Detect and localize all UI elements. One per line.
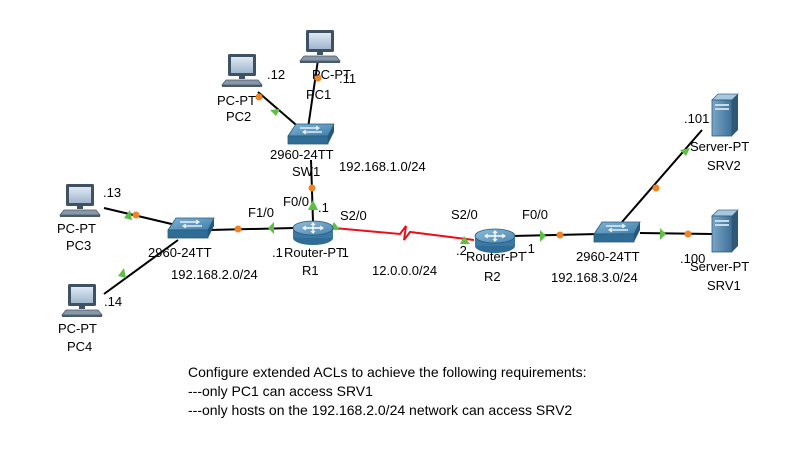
r2-name-label: R2: [484, 269, 501, 284]
device-pc1[interactable]: [299, 29, 341, 64]
srv1-type-label: Server-PT: [690, 259, 750, 274]
pc1-name-label: PC1: [306, 87, 332, 102]
pc4-name-label: PC4: [67, 339, 93, 354]
links: [103, 59, 713, 295]
network-lan1-label: 192.168.1.0/24: [339, 159, 426, 174]
port-tri-r1-f00: [308, 200, 318, 210]
r1-type-label: Router-PT: [284, 245, 344, 260]
device-pc2[interactable]: [221, 53, 263, 88]
device-sw3[interactable]: [593, 221, 641, 243]
srv1-name-label: SRV1: [707, 278, 741, 293]
pc3-ip-label: .13: [103, 185, 122, 200]
port-tri-r1-f10: [268, 222, 274, 234]
port-dot-pc2: [255, 93, 263, 101]
port-dot-srv1: [684, 230, 692, 238]
device-srv2[interactable]: [711, 93, 739, 137]
pc-icon: [299, 29, 341, 64]
note-line-1: Configure extended ACLs to achieve the f…: [188, 364, 587, 380]
r1-name-label: R1: [302, 263, 319, 278]
pc2-name-label: PC2: [226, 109, 252, 124]
pc1-type-label: PC-PT: [312, 67, 351, 82]
link-pc4-sw2: [103, 239, 179, 295]
port-dot-pc1: [314, 74, 322, 82]
pc-icon: [61, 283, 103, 318]
network-wan-label: 12.0.0.0/24: [372, 263, 438, 278]
link-sw3-srv1: [639, 232, 713, 235]
note-line-2: ---only PC1 can access SRV1: [188, 383, 373, 399]
switch-icon: [593, 221, 641, 243]
srv2-type-label: Server-PT: [690, 139, 750, 154]
r1-f00-label: F0/0: [283, 194, 310, 209]
port-dot-sw1-r1: [308, 184, 316, 192]
r1-f00-ip-label: .1: [318, 200, 329, 215]
r1-s20-ip-label: .1: [338, 245, 349, 260]
sw1-type-label: 2960-24TT: [270, 147, 334, 162]
device-pc4[interactable]: [61, 283, 103, 318]
pc2-ip-label: .12: [267, 67, 286, 82]
network-lan2-label: 192.168.2.0/24: [171, 267, 258, 282]
link-sw3-srv2: [621, 129, 703, 223]
pc2-type-label: PC-PT: [217, 93, 256, 108]
pc4-type-label: PC-PT: [58, 321, 97, 336]
pc3-type-label: PC-PT: [57, 221, 96, 236]
device-r1[interactable]: [292, 220, 334, 246]
r2-f00-label: F0/0: [522, 207, 549, 222]
port-tri-sw1-pc2: [270, 109, 280, 116]
r1-f10-label: F1/0: [248, 205, 275, 220]
r2-s20-ip-label: .2: [456, 243, 467, 258]
port-tri-r2-s20: [460, 236, 470, 244]
r2-type-label: Router-PT: [466, 249, 526, 264]
pc-icon: [221, 53, 263, 88]
switch-icon: [167, 217, 215, 239]
device-pc3[interactable]: [59, 183, 101, 218]
network-lan3-label: 192.168.3.0/24: [551, 270, 638, 285]
sw1-name-label: SW1: [292, 164, 321, 179]
port-dot-sw2-pc3: [132, 211, 140, 219]
pc-icon: [59, 183, 101, 218]
link-sw2-r1: [209, 227, 295, 231]
pc4-ip-label: .14: [104, 294, 123, 309]
r1-s20-label: S2/0: [340, 208, 367, 223]
switch-icon: [287, 123, 335, 145]
srv1-ip-label: .100: [680, 251, 706, 266]
port-tri-sw3-srv1: [660, 228, 666, 240]
port-tri-pc4: [118, 268, 126, 278]
port-dot-sw3-r2: [556, 231, 564, 239]
link-pc1-sw1: [307, 59, 319, 129]
server-icon: [711, 209, 739, 253]
port-tri-srv2: [680, 148, 690, 156]
link-pc3-sw2: [103, 207, 181, 227]
r2-f00-ip-label: .1: [524, 241, 535, 256]
link-pc2-sw1: [257, 91, 303, 131]
requirements-note: Configure extended ACLs to achieve the f…: [188, 363, 586, 420]
port-dot-sw2-r1: [234, 225, 242, 233]
device-srv1[interactable]: [711, 209, 739, 253]
port-tri-pc3: [124, 210, 132, 220]
server-icon: [711, 93, 739, 137]
pc3-name-label: PC3: [66, 238, 92, 253]
r1-f10-ip-label: .1: [272, 245, 283, 260]
port-tri-r2-f00: [540, 230, 546, 242]
r2-s20-label: S2/0: [451, 207, 478, 222]
sw3-type-label: 2960-24TT: [576, 249, 640, 264]
sw2-type-label: 2960-24TT: [148, 245, 212, 260]
pc1-ip-label: .11: [339, 71, 357, 86]
link-r1-r2-serial: [333, 225, 475, 241]
device-sw2[interactable]: [167, 217, 215, 239]
note-line-3: ---only hosts on the 192.168.2.0/24 netw…: [188, 402, 573, 418]
srv2-ip-label: .101: [684, 111, 710, 126]
srv2-name-label: SRV2: [707, 158, 741, 173]
router-icon: [292, 220, 334, 246]
link-r2-sw3: [511, 233, 599, 237]
port-dot-sw3-srv2: [652, 184, 660, 192]
device-sw1[interactable]: [287, 123, 335, 145]
